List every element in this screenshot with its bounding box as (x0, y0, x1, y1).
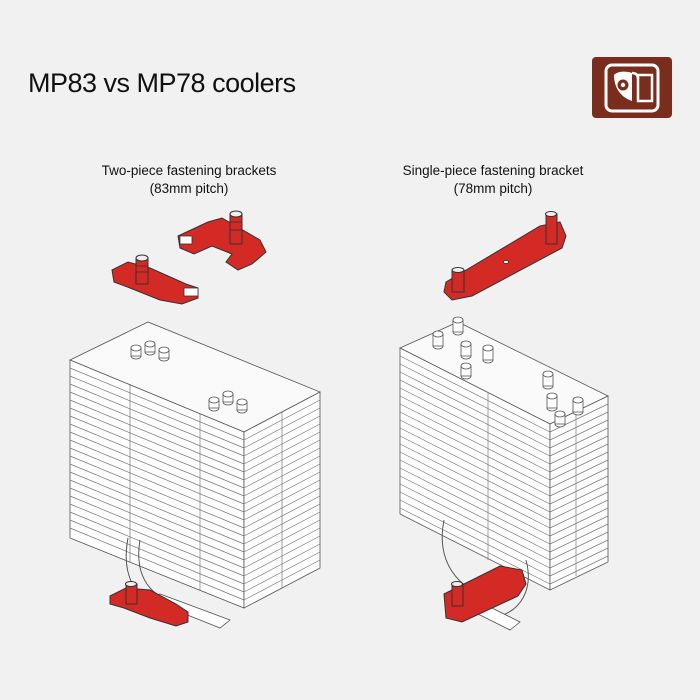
brand-logo (592, 57, 672, 118)
owl-logo-icon (604, 63, 660, 113)
page-title: MP83 vs MP78 coolers (28, 68, 296, 98)
right-caption-line2: (78mm pitch) (453, 181, 533, 196)
left-caption-line1: Two-piece fastening brackets (101, 163, 277, 178)
right-caption-line1: Single-piece fastening bracket (402, 163, 584, 178)
mp83-heatsink (69, 321, 321, 629)
mp78-lower-bracket (443, 565, 527, 623)
mp78-upper-bracket (443, 211, 567, 301)
left-caption-line2: (83mm pitch) (149, 181, 229, 196)
left-caption: Two-piece fastening brackets (83mm pitch… (59, 162, 319, 198)
mp83-upper-bracket-left (111, 254, 199, 305)
right-caption: Single-piece fastening bracket (78mm pit… (363, 162, 623, 198)
mp83-upper-bracket-right (177, 210, 267, 271)
mp83-lower-bracket (109, 581, 189, 627)
